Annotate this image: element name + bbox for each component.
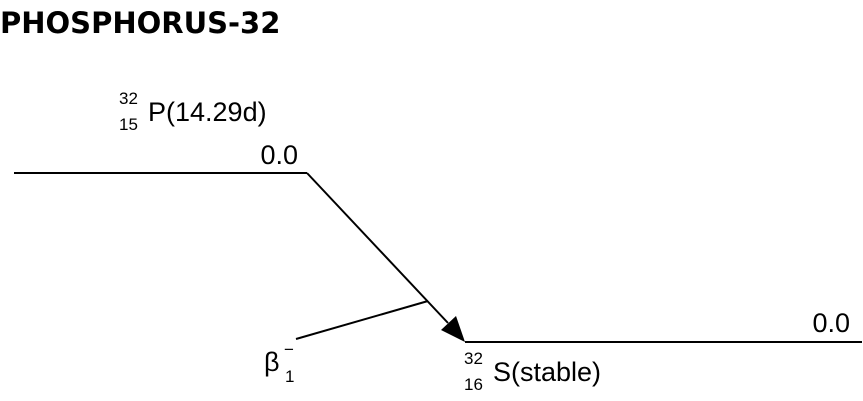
daughter-half-life: (stable)	[511, 357, 601, 387]
beta-index: 1	[285, 367, 294, 386]
decay-transition-line	[306, 172, 449, 324]
daughter-level-energy: 0.0	[812, 308, 850, 338]
parent-atomic-number: 15	[119, 115, 138, 134]
daughter-atomic-number: 16	[464, 375, 483, 394]
parent-element: P	[148, 97, 166, 127]
beta-symbol: β	[264, 347, 280, 377]
beta-decay-label: β − 1	[264, 340, 294, 386]
daughter-element: S	[493, 357, 511, 387]
daughter-mass-number: 32	[464, 349, 483, 368]
diagram-title: PHOSPHORUS-32	[0, 6, 280, 40]
beta-leader-line	[295, 300, 429, 340]
daughter-symbol: S(stable)	[493, 357, 601, 387]
parent-level-energy: 0.0	[260, 140, 298, 170]
parent-mass-number: 32	[119, 89, 138, 108]
parent-symbol: P(14.29d)	[148, 97, 267, 127]
parent-half-life: (14.29d)	[166, 97, 267, 127]
beta-charge: −	[284, 340, 294, 359]
parent-nuclide-label: 32 15 P(14.29d)	[119, 89, 267, 134]
decay-arrowhead	[441, 316, 465, 342]
daughter-nuclide-label: 32 16 S(stable)	[464, 349, 601, 394]
